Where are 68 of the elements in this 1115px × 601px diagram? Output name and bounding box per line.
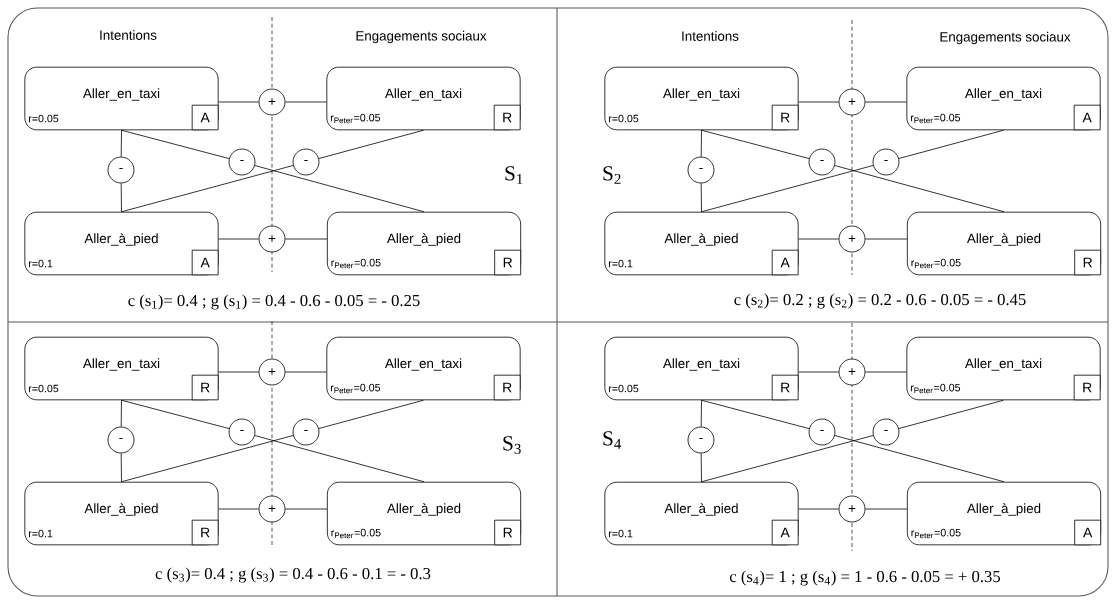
status-box: R [494,249,522,276]
status-box: R [493,104,521,131]
connector-line [218,101,259,103]
connector-line [701,165,874,213]
connector-line [700,129,702,157]
state-label: S$_{2}$ [603,166,621,184]
connector-line [121,129,230,159]
status-box: A [771,249,799,276]
connector-line [285,238,328,240]
status-box: R [1073,374,1101,401]
status-box: A [1073,104,1101,131]
connector-line [865,238,908,240]
state-label: S$_{3}$ [503,436,521,454]
status-box: R [771,374,799,401]
connector-line [700,183,702,213]
status-box: R [493,374,521,401]
connector-line [121,435,294,483]
column-heading: Engagements sociaux [356,30,487,44]
connector-line [120,453,122,483]
connector-line [318,129,424,159]
connector-line [701,399,810,429]
status-box: A [191,104,219,131]
connector-line [120,399,122,427]
status-box: A [771,519,799,546]
status-box: R [771,104,799,131]
status-box: R [494,519,522,546]
connector-line [700,453,702,483]
column-heading: Intentions [682,31,739,41]
score-formula: c (s$_{3}$)= 0.4 ; g (s$_{3}$) = 0.4 - 0.6 - 0.1 = - 0.3 [155,567,431,583]
status-box: A [191,249,219,276]
connector-line [701,129,810,159]
connector-line [285,371,327,373]
connector-line [285,508,328,510]
connector-line [898,399,1004,429]
connector-line [254,165,425,213]
connector-line [700,399,702,427]
connector-line [120,129,122,157]
connector-line [285,101,327,103]
connector-line [834,435,1005,483]
connector-line [865,371,907,373]
status-box: A [1074,519,1102,546]
state-label: S$_{1}$ [505,166,523,184]
connector-line [318,399,424,429]
connector-line [798,101,839,103]
connector-line [865,508,908,510]
connector-line [798,371,839,373]
status-box: R [1074,249,1102,276]
connector-line [120,183,122,213]
connector-line [701,435,874,483]
column-heading: Intentions [100,30,157,40]
column-heading: Engagements sociaux [940,31,1071,45]
connector-line [218,371,259,373]
connector-line [865,101,907,103]
score-formula: c (s$_{2}$)= 0.2 ; g (s$_{2}$) = 0.2 - 0.6 - 0.05 = - 0.45 [734,293,1026,309]
status-box: R [191,519,219,546]
score-formula: c (s$_{1}$)= 0.4 ; g (s$_{1}$) = 0.4 - 0.6 - 0.05 = - 0.25 [128,294,420,310]
connector-line [121,399,230,429]
connector-line [121,165,294,213]
status-box: R [191,374,219,401]
connector-line [898,129,1004,159]
connector-line [798,508,839,510]
connector-line [254,435,425,483]
score-formula: c (s$_{4}$)= 1 ; g (s$_{4}$) = 1 - 0.6 - 0.05 = + 0.35 [729,570,1001,586]
connector-line [218,508,259,510]
connector-line [798,238,839,240]
connector-line [834,165,1005,213]
state-label: S$_{4}$ [603,431,622,449]
connector-line [218,238,259,240]
